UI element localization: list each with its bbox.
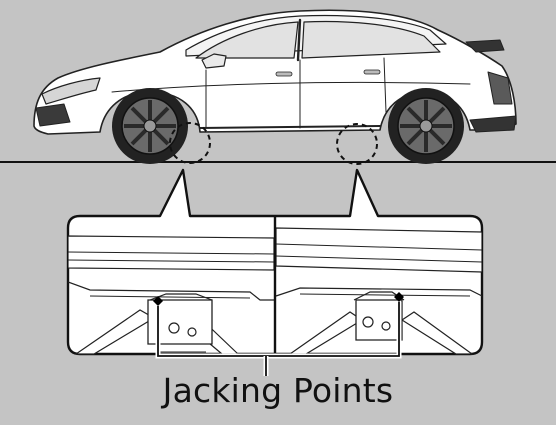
jacking-points-caption: Jacking Points — [162, 371, 394, 410]
front-jacking-point-marker — [169, 122, 211, 164]
rear-wheel — [388, 88, 464, 164]
rear-jacking-point-marker — [336, 123, 378, 165]
detail-callout — [66, 168, 484, 376]
jacking-points-leader-line — [157, 302, 400, 357]
front-jacking-point-diamond — [153, 296, 163, 306]
car-side-view — [33, 9, 517, 135]
rear-jacking-point-diamond — [394, 292, 404, 302]
front-wheel — [112, 88, 188, 164]
